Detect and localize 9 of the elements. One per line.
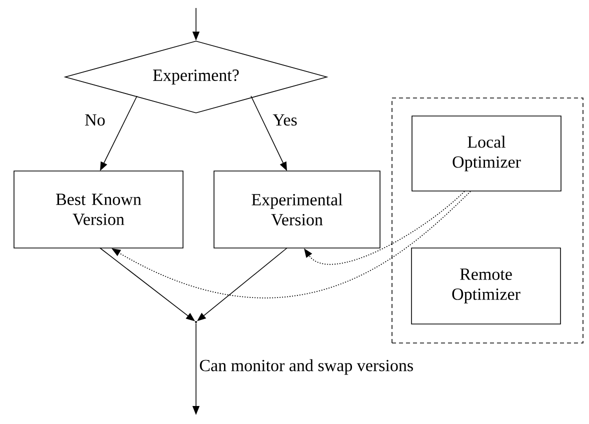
- process-box: Experimental Version: [214, 170, 380, 248]
- edge-label: Can monitor and swap versions: [198, 358, 415, 376]
- group-box: [392, 98, 584, 344]
- process-box: Remote Optimizer: [411, 248, 561, 324]
- process-box: Local Optimizer: [412, 116, 562, 192]
- edge-label: Yes: [272, 113, 298, 127]
- edge-label: No: [84, 113, 106, 127]
- process-box: Best Known Version: [14, 170, 184, 248]
- arrow: [304, 190, 465, 265]
